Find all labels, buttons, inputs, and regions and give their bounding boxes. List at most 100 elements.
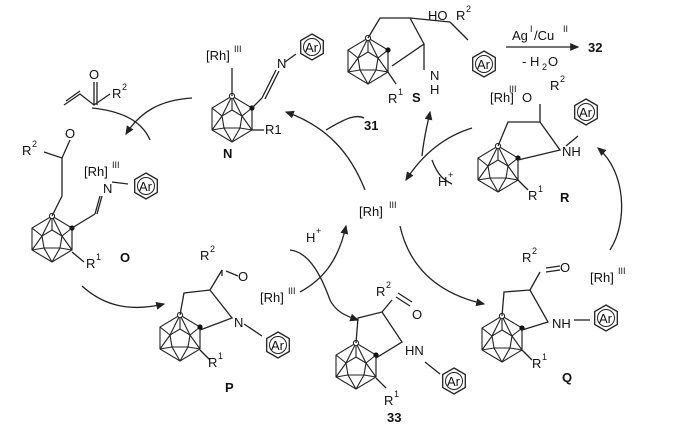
hplus-right: H (438, 174, 447, 189)
Q-label: Q (562, 370, 572, 385)
arrow-enone-join (91, 107, 151, 141)
R-label: R (560, 190, 570, 205)
P-ar: Ar (271, 338, 285, 353)
species-O (31, 139, 158, 263)
enone-reagent (63, 82, 111, 106)
P-r1-sup: 1 (218, 351, 223, 361)
hplus-left-plus: + (316, 226, 321, 236)
O-rh: [Rh] (84, 164, 108, 179)
O-r1-sup: 1 (96, 252, 101, 262)
R-r2-sup: 2 (560, 74, 565, 84)
S-r2-sup: 2 (466, 4, 471, 14)
cu-sup: II (563, 24, 568, 34)
arrow-Q-to-R (597, 147, 623, 251)
substrate-31: 31 (364, 118, 378, 133)
arrow-to-33 (289, 249, 360, 322)
R-ar: Ar (579, 105, 593, 120)
S-label: S (412, 90, 421, 105)
P-r2: R (200, 248, 209, 263)
p33-r1-sup: 1 (394, 389, 399, 399)
species-S (347, 17, 496, 85)
arrow-hplus-join (431, 159, 453, 185)
S-ho: HO (428, 8, 448, 23)
P-n: N (234, 315, 243, 330)
enone-r2-sup: 2 (122, 82, 127, 92)
h2o-o: O (548, 54, 558, 69)
P-label: P (225, 380, 234, 395)
p33-nh: HN (405, 343, 424, 358)
O-rh-ox: III (112, 160, 120, 170)
species-Q (481, 265, 618, 363)
R-r1: R (528, 188, 537, 203)
arrow-Rh-to-Q (399, 225, 486, 307)
R-r2: R (550, 78, 559, 93)
N-r1: R1 (265, 122, 282, 137)
R-nh: NH (562, 144, 581, 159)
hplus-left: H (306, 230, 315, 245)
O-r1: R (86, 256, 95, 271)
R-o: O (522, 90, 532, 105)
center-rh-ox: III (389, 200, 397, 210)
arrow-R-to-Rh (405, 127, 473, 182)
p33-ar: Ar (447, 374, 461, 389)
hplus-right-plus: + (448, 170, 453, 180)
cu-label: /Cu (534, 28, 554, 43)
arrow-to-S (421, 110, 433, 157)
S-h: H (430, 82, 439, 97)
O-r2: R (22, 143, 31, 158)
S-ar: Ar (477, 57, 491, 72)
Q-r2-sup: 2 (532, 246, 537, 256)
P-o: O (238, 269, 248, 284)
center-rh-label: [Rh] (359, 204, 383, 219)
species-33 (335, 292, 466, 395)
Q-rh: [Rh] (590, 270, 614, 285)
species-P (159, 269, 290, 362)
Q-r1: R (532, 356, 541, 371)
O-n: N (103, 181, 112, 196)
R-r1-sup: 1 (538, 184, 543, 194)
species-N (211, 33, 324, 143)
p33-r2-sup: 2 (386, 280, 391, 290)
Q-rh-ox: III (618, 266, 626, 276)
P-r1: R (208, 355, 217, 370)
R-rh-ox: III (509, 84, 517, 94)
O-ar: Ar (139, 179, 153, 194)
O-r2-sup: 2 (32, 139, 37, 149)
S-n: N (430, 68, 439, 83)
ag-label: Ag (512, 28, 528, 43)
S-r1-sup: 1 (398, 87, 403, 97)
O-o: O (65, 126, 75, 141)
N-rh: [Rh] (206, 48, 230, 63)
p33-o: O (412, 307, 422, 322)
Q-nh: NH (552, 316, 571, 331)
p33-r2: R (376, 284, 385, 299)
S-r2: R (456, 8, 465, 23)
p33-label: 33 (387, 410, 401, 425)
Q-r2: R (522, 250, 531, 265)
N-label: N (223, 146, 232, 161)
species-R (477, 98, 598, 193)
h2o-minus: - H (522, 54, 539, 69)
N-n-atom: N (277, 56, 286, 71)
S-r1: R (388, 91, 397, 106)
arrow-Rh-to-N (284, 110, 366, 191)
P-r2-sup: 2 (210, 244, 215, 254)
product-32: 32 (588, 40, 602, 55)
Q-o: O (560, 260, 570, 275)
N-rh-ox: III (234, 44, 242, 54)
Q-ar: Ar (599, 311, 613, 326)
P-rh: [Rh] (260, 290, 284, 305)
arrow-31-join (325, 115, 365, 131)
N-ar: Ar (305, 40, 319, 55)
arrow-O-to-P (81, 285, 166, 310)
arrow-N-to-O (125, 97, 193, 136)
h2o-sub: 2 (542, 62, 547, 72)
enone-r2: R (112, 86, 121, 101)
p33-r1: R (384, 393, 393, 408)
O-label: O (120, 250, 130, 265)
ag-sup: I (530, 24, 533, 34)
Q-r1-sup: 1 (542, 352, 547, 362)
enone-o: O (89, 67, 99, 82)
P-rh-ox: III (288, 286, 296, 296)
